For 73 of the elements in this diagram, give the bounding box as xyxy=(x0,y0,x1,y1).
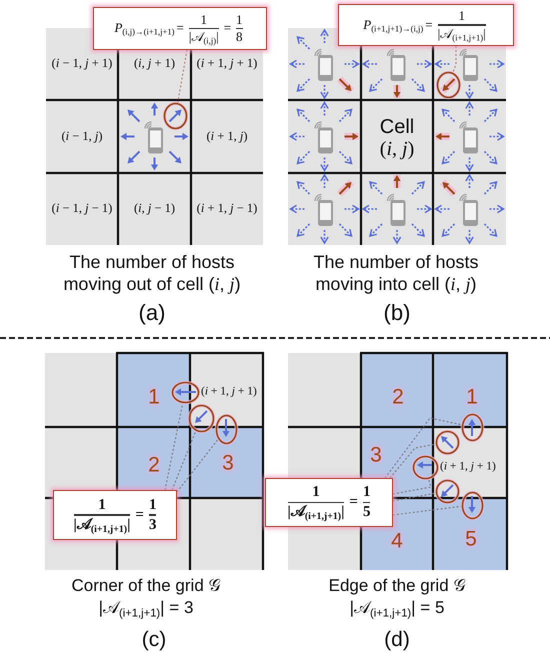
formula-box xyxy=(338,4,514,46)
probability-term: P$_{(i+1,j+1)→(i,j)}$ xyxy=(363,18,424,32)
denominator: 3 xyxy=(148,516,156,534)
highlight-ellipse xyxy=(435,70,462,100)
numerator: 1 xyxy=(200,12,208,27)
equals-sign: = xyxy=(349,494,358,511)
equals-sign: = xyxy=(176,21,184,36)
highlight-ellipse xyxy=(410,454,440,480)
leader-line xyxy=(177,50,188,104)
highlight-ellipse xyxy=(460,490,484,520)
numerator: 1 xyxy=(362,484,370,501)
denominator: |𝒜$_{(i+1,j+1)}$| xyxy=(288,504,344,521)
numerator: 1 xyxy=(148,496,156,514)
coordinate-label: (i − 1, j) xyxy=(61,130,103,144)
caption: Corner of the grid 𝒢 xyxy=(72,576,220,596)
denominator: 8 xyxy=(236,30,243,44)
coordinate-label: (i + 1, j + 1) xyxy=(201,386,257,398)
highlight-ellipse xyxy=(186,402,216,434)
formula-caption: |𝒜$_{(i+1,j+1)}$| = 3 xyxy=(98,598,194,618)
highlight-ellipse xyxy=(170,380,200,404)
coordinate-label: (i, j + 1) xyxy=(134,57,176,71)
region-number: 3 xyxy=(222,451,234,475)
leader-line xyxy=(452,46,457,74)
equals-sign: = xyxy=(135,506,144,524)
leader-line xyxy=(171,430,197,490)
numerator: 1 xyxy=(98,496,106,514)
denominator: 5 xyxy=(362,504,370,521)
highlight-ellipse xyxy=(162,100,189,130)
coordinate-label: (i, j − 1) xyxy=(134,202,176,216)
highlight-ellipse xyxy=(214,412,238,446)
equals-sign: = xyxy=(224,21,232,36)
region-number: 1 xyxy=(466,385,478,409)
formula-box xyxy=(53,490,177,540)
numerator: 1 xyxy=(458,9,465,24)
caption: The number of hosts moving out of cell (i, j) xyxy=(62,252,242,296)
denominator: |𝒜$_{(i+1,j+1)}$| xyxy=(74,516,130,534)
region-number: 5 xyxy=(465,527,477,551)
coordinate-label: (i − 1, j + 1) xyxy=(52,57,112,71)
highlight-ellipse xyxy=(434,478,460,504)
coordinate-label: (i, j) xyxy=(380,138,414,160)
coordinate-label: (i + 1, j − 1) xyxy=(196,202,258,216)
leader-line xyxy=(392,492,436,502)
region-number: 2 xyxy=(392,385,404,409)
caption: The number of hosts moving into cell (i, j) xyxy=(312,252,480,296)
denominator: |𝒜$_{(i+1,j+1)}$| xyxy=(438,26,486,41)
coordinate-label: (i + 1, j) xyxy=(206,130,248,144)
leader-line xyxy=(392,477,432,495)
center-title: Cell xyxy=(380,116,414,138)
denominator: |𝒜$_{(i,j)}$| xyxy=(188,30,219,44)
leader-line xyxy=(384,417,462,478)
panel-label: (a) xyxy=(138,300,166,326)
region-number: 1 xyxy=(148,385,160,409)
numerator: 1 xyxy=(312,484,320,501)
leader-line xyxy=(176,438,220,492)
panel-label: (c) xyxy=(142,627,166,652)
highlight-ellipse xyxy=(434,428,460,456)
numerator: 1 xyxy=(236,12,243,27)
panel-label: (d) xyxy=(384,627,410,652)
region-number: 4 xyxy=(391,529,403,553)
coordinate-label: (i + 1, j + 1) xyxy=(440,460,496,474)
panel-label: (b) xyxy=(384,300,410,326)
formula-box xyxy=(265,478,393,527)
caption: Edge of the grid 𝒢 xyxy=(328,576,466,596)
leader-line xyxy=(390,443,436,478)
coordinate-label: (i − 1, j − 1) xyxy=(52,202,112,216)
coordinate-label: (i + 1, j + 1) xyxy=(196,57,258,71)
probability-term: P$_{(i,j)→(i+1,j+1)}$ xyxy=(114,21,174,36)
formula-box xyxy=(93,7,267,50)
highlight-ellipse xyxy=(460,412,484,442)
formula-caption: |𝒜$_{(i+1,j+1)}$| = 5 xyxy=(350,598,444,618)
equals-sign: = xyxy=(425,18,433,32)
region-number: 3 xyxy=(370,443,382,467)
region-number: 2 xyxy=(148,453,160,477)
